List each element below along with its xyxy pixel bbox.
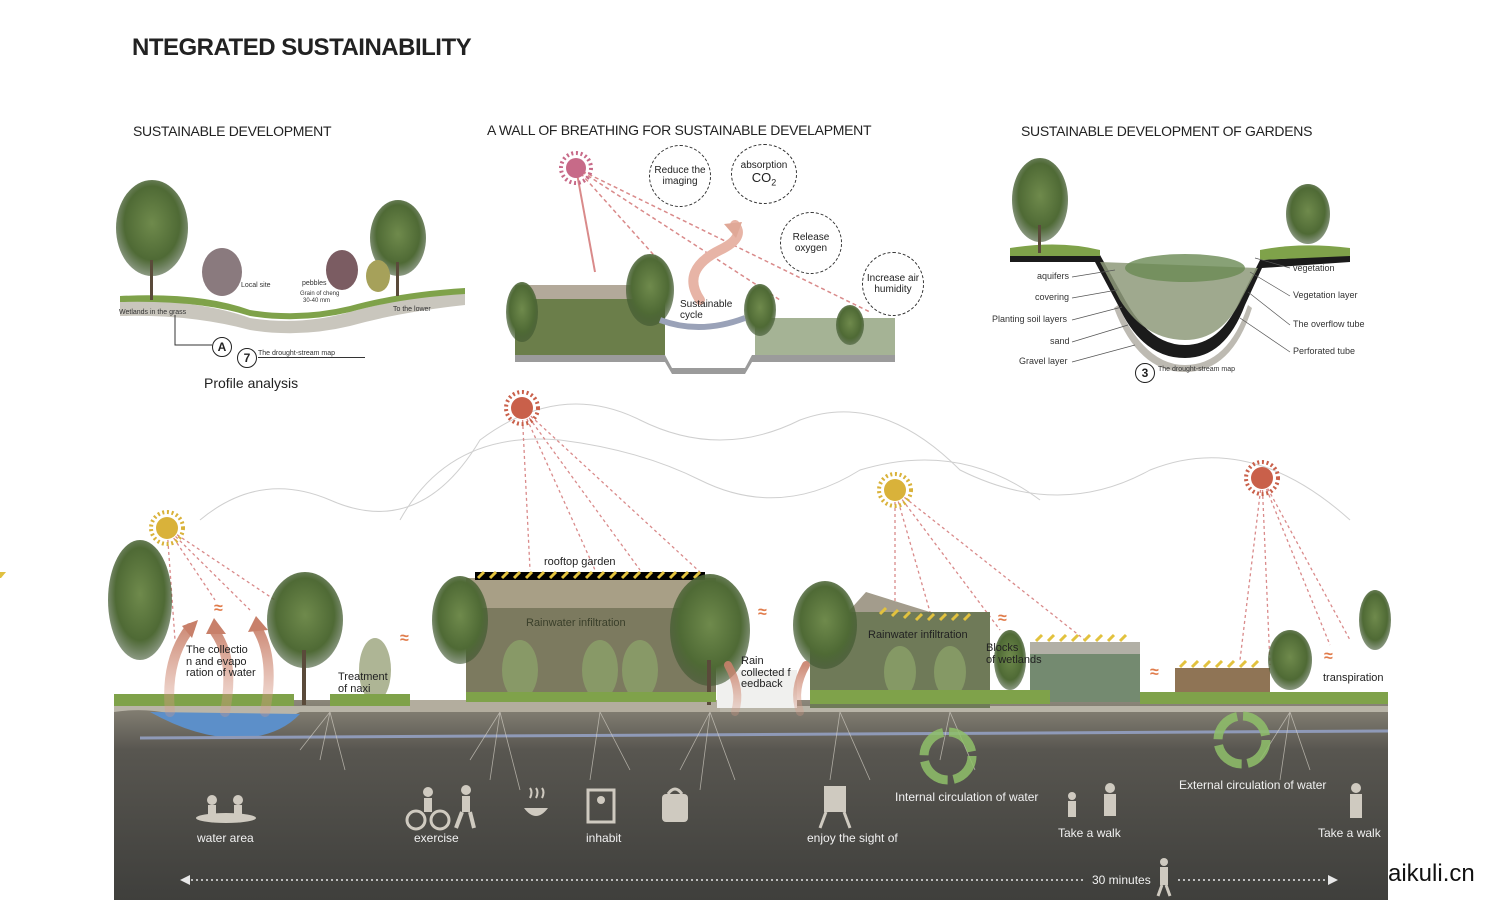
grass — [114, 690, 1388, 706]
breathing-wall-diagram — [506, 167, 895, 374]
label-rain: Rain collected f eedback — [741, 655, 791, 691]
section-heading-right: SUSTAINABLE DEVELOPMENT OF GARDENS — [1021, 123, 1313, 139]
bag-icon — [662, 787, 688, 822]
garden-section-diagram — [1010, 158, 1350, 372]
signal-icon-1: ≈ — [214, 600, 223, 617]
label-vegetation: vegetation — [1293, 263, 1335, 273]
person-icon — [1156, 858, 1172, 897]
wind-lines — [199, 403, 1351, 521]
sun-rays — [166, 407, 1351, 666]
badge-a: A — [212, 337, 232, 357]
signal-icon-4: ≈ — [998, 610, 1007, 627]
label-transpiration: transpiration — [1323, 672, 1384, 684]
recycle-icon-internal — [919, 727, 977, 785]
caption-profile: Profile analysis — [204, 375, 299, 391]
label-wetlands: Blocks of wetlands — [986, 642, 1042, 666]
bubble-release: Release oxygen — [780, 212, 842, 274]
recycle-icon-external — [1213, 711, 1271, 769]
arrow-right-icon — [1328, 875, 1338, 885]
sun-icon-1 — [149, 510, 185, 546]
label-grain: Grain of cheng — [300, 291, 340, 297]
label-time: 30 minutes — [1092, 873, 1151, 887]
water-pipe — [139, 729, 1389, 740]
label-sustainable-cycle: Sustainable cycle — [680, 299, 733, 321]
section-heading-left: SUSTAINABLE DEVELOPMENT — [133, 123, 332, 139]
cyclist-icon — [405, 787, 451, 831]
painter-icon — [818, 786, 852, 829]
walker-icon-1 — [1068, 783, 1116, 817]
sun-icon-2 — [504, 390, 540, 426]
canoe-icon — [196, 795, 256, 823]
page-title: NTEGRATED SUSTAINABILITY — [132, 34, 472, 61]
sun-icon-3 — [877, 472, 913, 508]
bubble-humidity: Increase air humidity — [862, 252, 924, 316]
signal-icon-5: ≈ — [1150, 664, 1159, 681]
label-wetlands: Wetlands in the grass — [119, 309, 187, 316]
water-pond — [150, 712, 300, 739]
label-walk-1: Take a walk — [1058, 826, 1121, 840]
label-local-site: Local site — [241, 282, 271, 289]
sun-icon-top — [559, 151, 593, 185]
cafe-icon — [524, 787, 548, 816]
watermark: aikuli.cn — [1388, 860, 1475, 887]
label-enjoy: enjoy the sight of — [807, 831, 898, 845]
door-icon — [586, 788, 616, 824]
badge-3: 3 — [1135, 363, 1155, 383]
label-gravel: Gravel layer — [1019, 356, 1068, 366]
map-label-right: The drought-stream map — [1158, 366, 1236, 373]
signal-icon-2: ≈ — [400, 630, 409, 647]
label-internal-circulation: Internal circulation of water — [895, 790, 1039, 804]
section-heading-middle: A WALL OF BREATHING FOR SUSTAINABLE DEVE… — [487, 122, 872, 138]
runner-icon — [454, 785, 476, 829]
badge-7: 7 — [237, 348, 257, 368]
bubble-reduce: Reduce the imaging — [649, 145, 711, 207]
label-covering: covering — [1035, 292, 1070, 302]
sun-icon-4 — [1244, 460, 1280, 496]
label-collection: The collectio n and evapo ration of wate… — [186, 644, 256, 680]
walker-icon-2 — [1350, 783, 1362, 818]
label-planting-soil: Planting soil layers — [992, 314, 1068, 324]
activity-icons — [196, 783, 1362, 897]
label-to-lower: To the lower — [393, 306, 431, 313]
arrow-left-icon — [180, 875, 190, 885]
label-perforated-tube: Perforated tube — [1293, 346, 1356, 356]
label-vegetation-layer: Vegetation layer — [1293, 290, 1358, 300]
label-pebbles: pebbles — [302, 280, 327, 287]
signal-icon-6: ≈ — [1324, 648, 1333, 665]
evaporation-arrows — [164, 616, 810, 717]
label-external-circulation: External circulation of water — [1179, 778, 1327, 792]
label-treatment: Treatment of naxi — [338, 671, 388, 695]
label-sand: sand — [1050, 336, 1070, 346]
ground-section — [114, 700, 1388, 900]
label-inhabit: inhabit — [586, 831, 622, 845]
label-grain-size: 30-40 mm — [303, 298, 331, 304]
label-infiltration-2: Rainwater infiltration — [868, 629, 968, 641]
label-overflow-tube: The overflow tube — [1293, 319, 1365, 329]
label-aquifers: aquifers — [1037, 271, 1070, 281]
label-exercise: exercise — [414, 831, 459, 845]
bubble-absorption: absorption CO2 — [731, 144, 797, 204]
signal-icon-3: ≈ — [758, 604, 767, 621]
map-label-left: The drought-stream map — [258, 350, 366, 358]
profile-diagram — [116, 180, 465, 346]
label-walk-2: Take a walk — [1318, 826, 1381, 840]
roof-hatches — [476, 570, 1260, 669]
label-rooftop: rooftop garden — [544, 556, 616, 568]
trees — [108, 540, 1391, 705]
label-infiltration-1: Rainwater infiltration — [526, 617, 626, 629]
label-water-area: water area — [197, 831, 254, 845]
